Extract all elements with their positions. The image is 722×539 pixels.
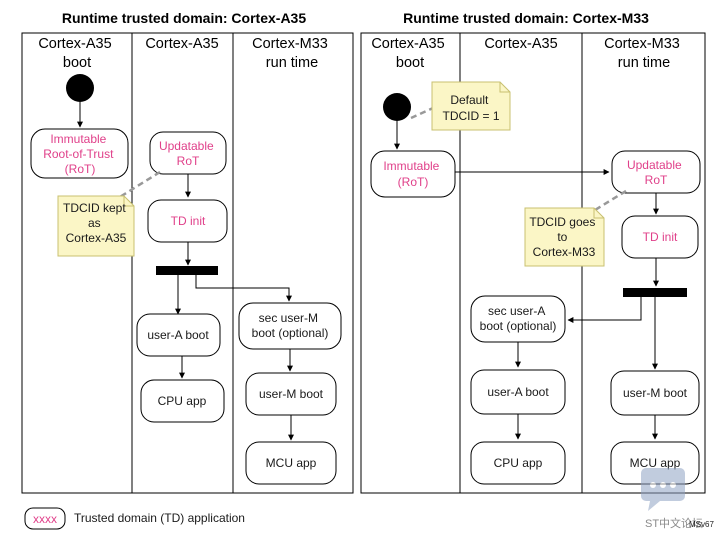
right-node-immutable-rot-label: Immutable (RoT) bbox=[383, 159, 442, 189]
left-node-immutable-rot bbox=[30, 128, 129, 179]
right-note-goes-connector bbox=[594, 189, 627, 212]
right-start-node bbox=[383, 93, 411, 121]
right-panel-title: Runtime trusted domain: Cortex-M33 bbox=[403, 10, 649, 26]
left-node-immutable-rot-label: Immutable Root-of-Trust (RoT) bbox=[43, 132, 117, 176]
right-col-header-2: Cortex-A35 bbox=[484, 36, 557, 52]
left-panel-title: Runtime trusted domain: Cortex-A35 bbox=[62, 10, 306, 26]
left-node-user-m-boot-label: user-M boot bbox=[259, 387, 324, 401]
left-node-mcu-app-label: MCU app bbox=[266, 456, 317, 470]
right-node-cpu-app bbox=[470, 441, 566, 485]
left-node-user-a-boot bbox=[136, 313, 221, 357]
legend-swatch bbox=[24, 507, 66, 530]
left-col-header-3: Cortex-M33 run time bbox=[252, 36, 332, 71]
right-fork-bar bbox=[623, 288, 687, 297]
right-note-default-connector bbox=[410, 106, 434, 120]
right-node-cpu-app-label: CPU app bbox=[494, 456, 543, 470]
left-node-td-init-label: TD init bbox=[171, 214, 206, 228]
right-node-sec-user-a-label: sec user-A boot (optional) bbox=[480, 304, 557, 333]
svg-text:Default TDCID = 1: Default TDCID = 1 bbox=[442, 93, 499, 123]
figure-id: MSv67 bbox=[689, 520, 714, 529]
left-node-user-a-boot-label: user-A boot bbox=[147, 328, 209, 342]
footer-brand: ST中文论坛 bbox=[645, 516, 703, 530]
legend-sample-text: xxxx bbox=[33, 512, 57, 526]
legend: xxxx Trusted domain (TD) application bbox=[24, 507, 245, 530]
right-col-header-3: Cortex-M33 run time bbox=[604, 36, 684, 71]
right-note-default-tdcid: Default TDCID = 1 bbox=[431, 81, 511, 131]
right-node-user-m-boot-label: user-M boot bbox=[623, 386, 688, 400]
left-col-header-2: Cortex-A35 bbox=[145, 36, 218, 52]
left-start-node bbox=[66, 74, 94, 102]
left-note-connector bbox=[114, 170, 161, 202]
left-node-cpu-app-label: CPU app bbox=[158, 394, 207, 408]
right-node-user-a-boot-label: user-A boot bbox=[487, 385, 549, 399]
left-node-mcu-app bbox=[245, 441, 337, 485]
right-node-immutable-rot bbox=[370, 150, 456, 198]
right-node-mcu-app-label: MCU app bbox=[630, 456, 681, 470]
left-node-updatable-rot-label: Updatable RoT bbox=[159, 139, 217, 168]
right-node-td-init-label: TD init bbox=[643, 230, 678, 244]
left-node-sec-user-m-label: sec user-M boot (optional) bbox=[252, 311, 329, 340]
right-note-tdcid-goes: TDCID goes to Cortex-M33 bbox=[524, 207, 605, 267]
left-fork-bar bbox=[156, 266, 218, 275]
svg-text:TDCID kept as: TDCID kept as Cortex-A35 bbox=[63, 201, 129, 245]
left-panel: Runtime trusted domain: Cortex-A35 Corte… bbox=[21, 10, 354, 494]
left-node-cpu-app bbox=[140, 379, 225, 423]
right-col-header-1: Cortex-A35 boot bbox=[371, 36, 448, 71]
right-node-td-init bbox=[621, 215, 699, 259]
left-col-header-1: Cortex-A35 boot bbox=[38, 36, 115, 71]
right-node-updatable-rot-label: Updatable RoT bbox=[627, 158, 685, 187]
legend-text: Trusted domain (TD) application bbox=[74, 511, 245, 525]
left-note-tdcid-kept: TDCID kept as Cortex-A35 bbox=[57, 195, 135, 257]
chat-bubble-icon bbox=[641, 468, 685, 511]
svg-text:TDCID goes to: TDCID goes to Cortex-M33 bbox=[529, 215, 598, 259]
right-panel-frame bbox=[360, 32, 706, 494]
right-panel: Runtime trusted domain: Cortex-M33 Corte… bbox=[360, 10, 706, 494]
